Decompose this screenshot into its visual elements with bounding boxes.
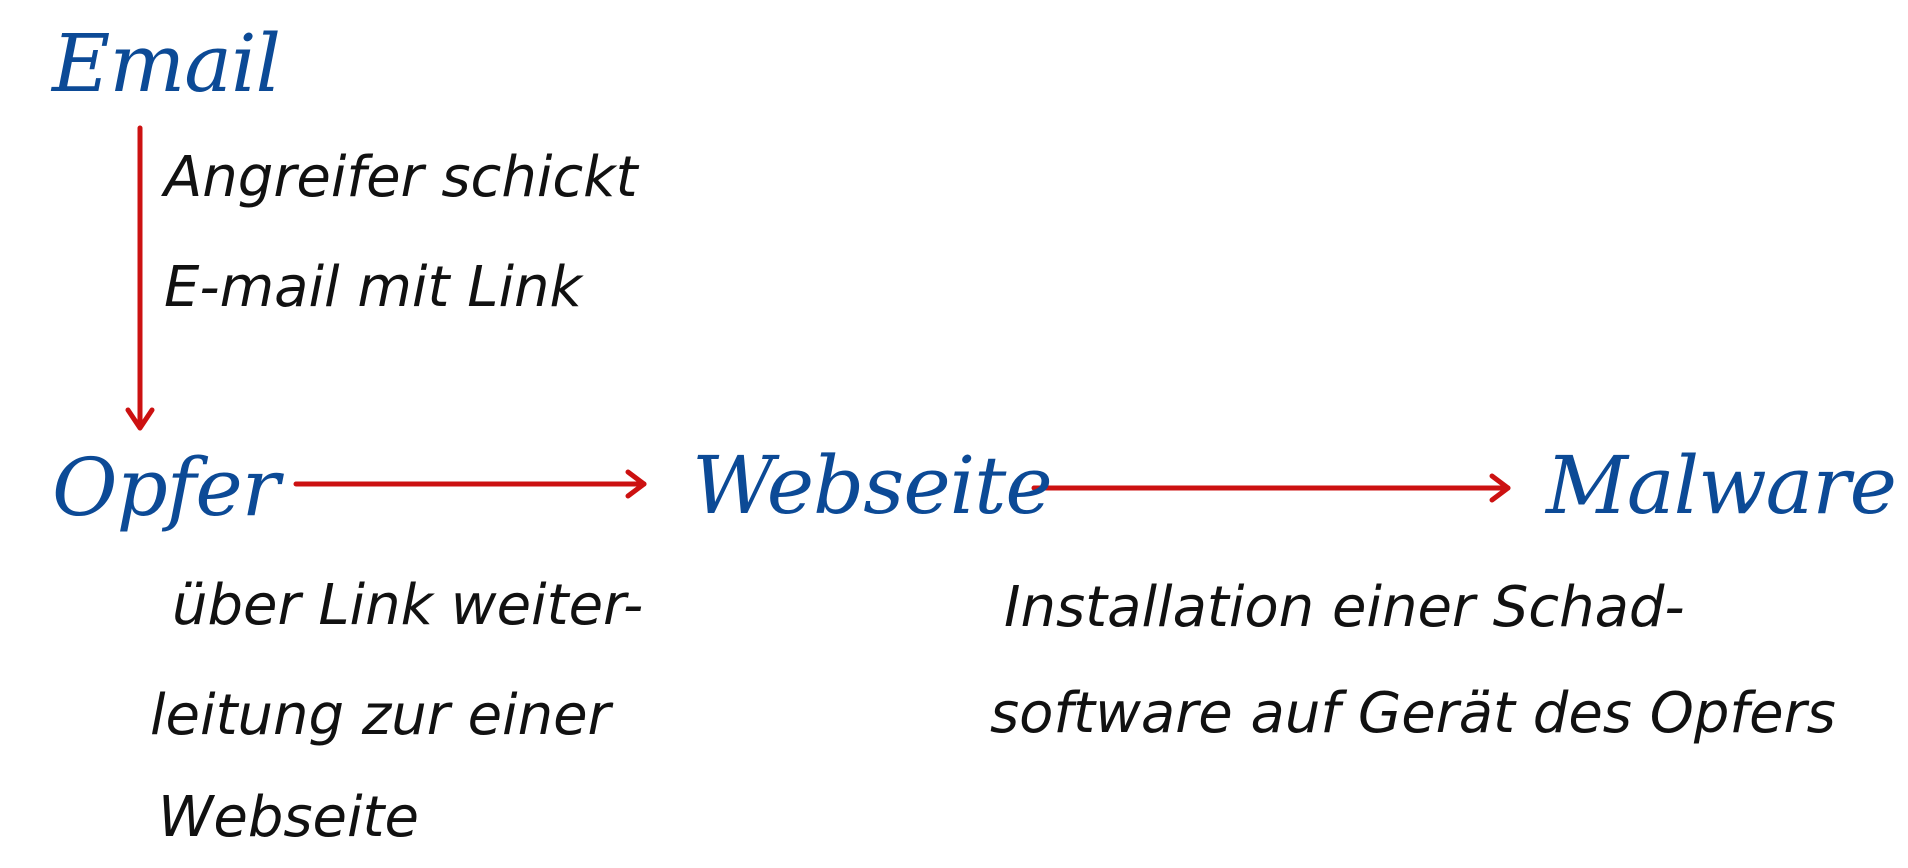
- note-opfer-line-2: leitung zur einer: [150, 683, 611, 748]
- node-webseite: Webseite: [692, 439, 1053, 532]
- node-malware: Malware: [1546, 439, 1897, 532]
- arrow-opfer-to-webseite: [293, 469, 647, 499]
- note-email-line-1: Angreifer schickt: [164, 145, 638, 210]
- node-opfer: Opfer: [52, 441, 280, 534]
- note-malware-line-1: Installation einer Schad-: [1004, 575, 1685, 640]
- note-opfer-line-3: Webseite: [158, 785, 419, 850]
- note-email-line-2: E-mail mit Link: [164, 255, 582, 320]
- note-opfer-line-1: über Link weiter-: [172, 573, 644, 638]
- arrow-email-to-opfer: [125, 125, 155, 431]
- arrow-webseite-to-malware: [1031, 473, 1511, 503]
- note-malware-line-2: software auf Gerät des Opfers: [990, 681, 1836, 746]
- node-email: Email: [52, 17, 281, 110]
